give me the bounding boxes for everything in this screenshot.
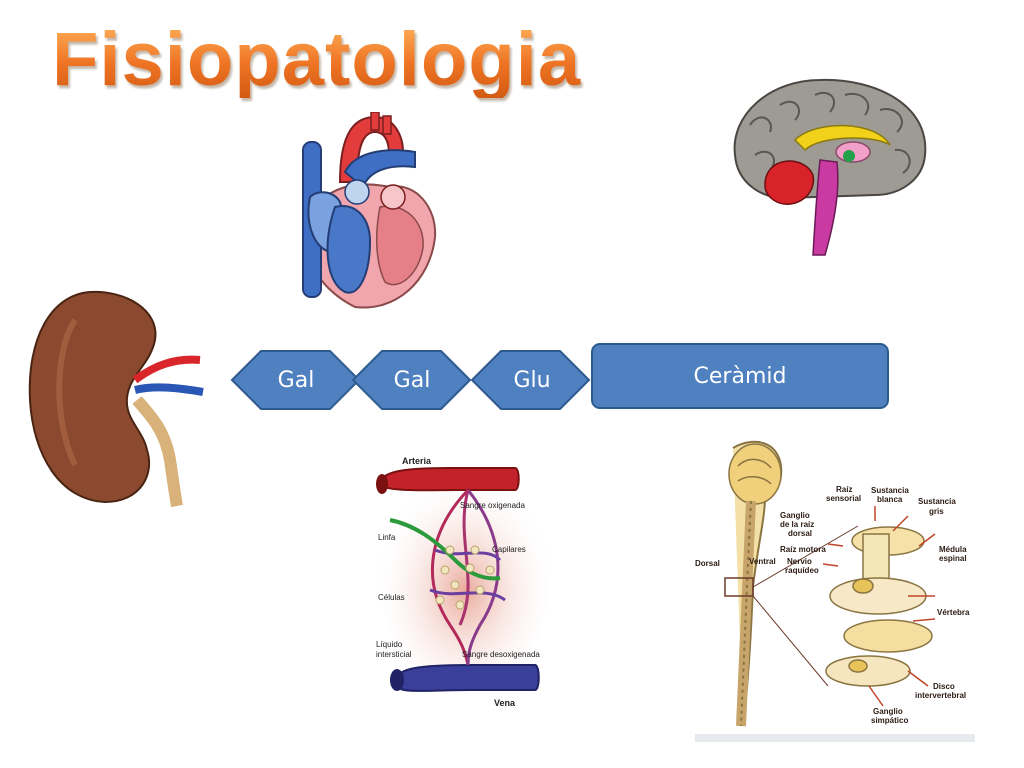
spine-label-de-la-raiz: de la raíz: [780, 520, 814, 529]
spine-label-nervio: Nervio: [787, 557, 812, 566]
capillary-label-liquido: Líquido: [376, 640, 403, 649]
capillary-label-vena: Vena: [494, 698, 516, 708]
spine-label-raquideo: raquídeo: [785, 566, 819, 575]
heart-illustration: [302, 112, 437, 309]
capillary-label-sangre-oxigenada: Sangre oxigenada: [460, 501, 525, 510]
spine-label-sensorial: sensorial: [826, 494, 861, 503]
spinal-cord-illustration: Raíz sensorial Sustancia blanca Sustanci…: [695, 440, 975, 742]
spine-label-medula: Médula: [939, 545, 967, 554]
spine-label-raiz: Raíz: [836, 485, 852, 494]
capillary-label-arteria: Arteria: [402, 456, 432, 466]
chain-unit-gal-1-label: Gal: [277, 368, 315, 393]
spine-label-ganglio-1: Ganglio: [780, 511, 810, 520]
spine-label-sustancia-blanca-1: Sustancia: [871, 486, 909, 495]
spine-label-simpatico: simpático: [871, 716, 908, 725]
chain-anchor-ceramide-label: Ceràmid: [693, 364, 787, 389]
spine-label-raiz-motora: Raíz motora: [780, 545, 826, 554]
kidney-illustration: [15, 280, 205, 512]
capillary-label-capilares: Capilares: [492, 545, 526, 554]
spine-label-ganglio-2: Ganglio: [873, 707, 903, 716]
spine-label-blanca: blanca: [877, 495, 903, 504]
spine-label-espinal: espinal: [939, 554, 967, 563]
chain-unit-glu-label: Glu: [513, 368, 551, 393]
spine-label-dorsal-2: Dorsal: [695, 559, 720, 568]
brain-illustration: [733, 78, 927, 256]
spine-label-intervertebral: intervertebral: [915, 691, 966, 700]
spine-label-disco: Disco: [933, 682, 955, 691]
slide-title: Fisiopatologia: [52, 17, 582, 102]
spine-label-sustancia-gris-1: Sustancia: [918, 497, 956, 506]
spine-label-vertebra: Vértebra: [937, 608, 970, 617]
capillary-label-sangre-desoxigenada: Sangre desoxigenada: [462, 650, 540, 659]
spine-label-gris: gris: [929, 507, 944, 516]
spine-label-dorsal-1: dorsal: [788, 529, 812, 538]
spine-label-ventral: Ventral: [749, 557, 776, 566]
capillary-label-linfa: Linfa: [378, 533, 396, 542]
capillary-label-intersticial: intersticial: [376, 650, 412, 659]
capillary-label-celulas: Células: [378, 593, 405, 602]
chain-unit-gal-2-label: Gal: [393, 368, 431, 393]
capillary-bed-illustration: Arteria Sangre oxigenada Linfa Capilares…: [376, 456, 550, 708]
